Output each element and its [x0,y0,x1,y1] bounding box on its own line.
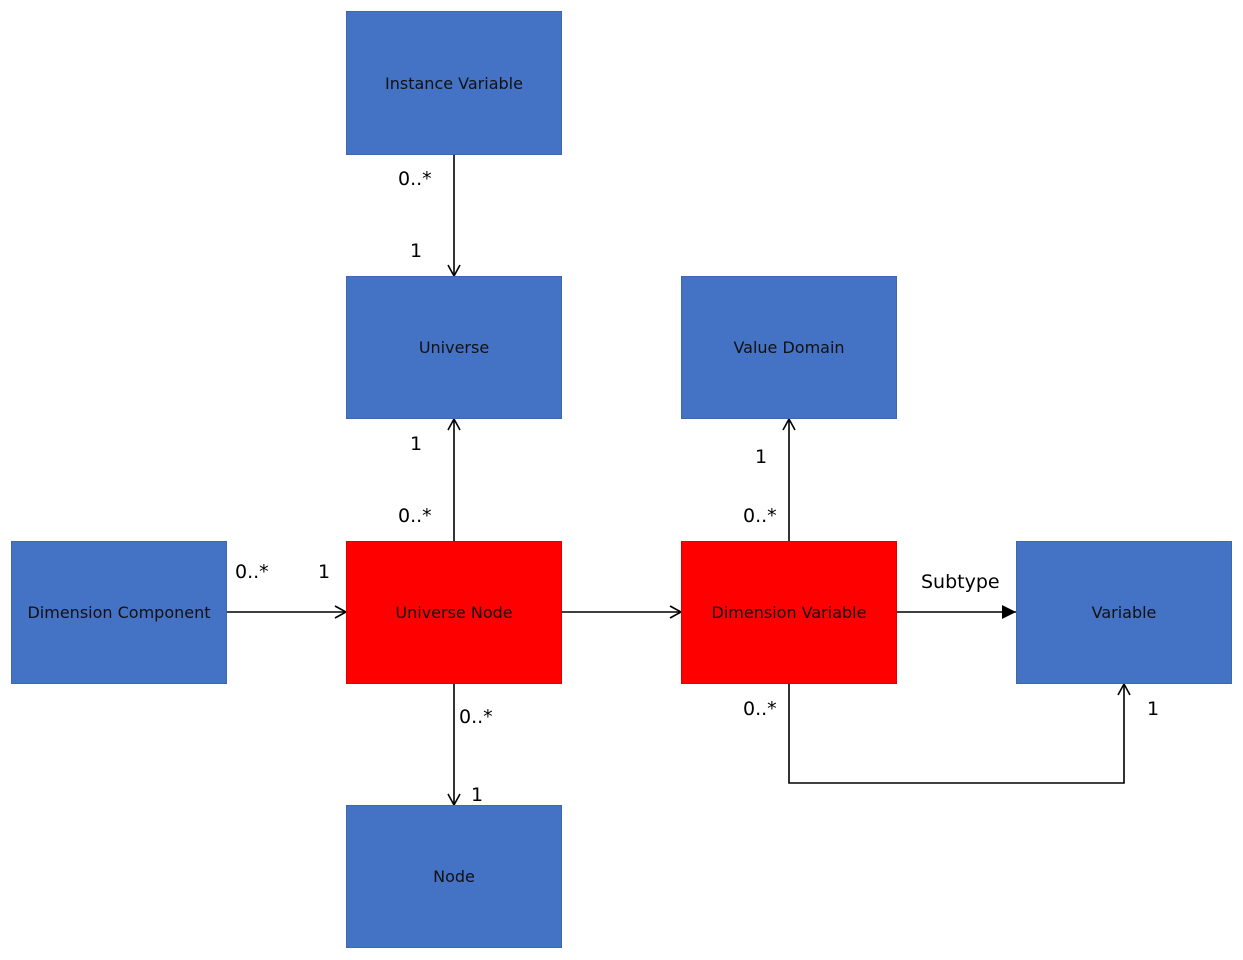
value-domain-box[interactable]: Value Domain [681,276,897,419]
variable-box[interactable]: Variable [1016,541,1232,684]
subtype-label: Subtype [921,571,1000,593]
multiplicity-label: 1 [410,240,423,262]
instance-variable-box[interactable]: Instance Variable [346,11,562,155]
multiplicity-label: 1 [471,784,484,806]
multiplicity-label: 0..* [459,706,493,728]
universe-box[interactable]: Universe [346,276,562,419]
multiplicity-label: 1 [1147,698,1160,720]
value-domain-label: Value Domain [733,338,845,357]
edge-dimension-variable-to-variable [788,682,1131,784]
node-label: Node [433,867,475,886]
multiplicity-label: 1 [410,433,423,455]
multiplicity-label: 1 [755,446,768,468]
multiplicity-label: 0..* [235,561,269,583]
dimension-variable-box[interactable]: Dimension Variable [681,541,897,684]
universe-label: Universe [418,338,490,357]
dimension-component-box[interactable]: Dimension Component [11,541,227,684]
node-box[interactable]: Node [346,805,562,948]
instance-variable-label: Instance Variable [385,73,523,93]
dimension-component-label: Dimension Component [27,603,211,622]
multiplicity-label: 0..* [743,698,777,720]
multiplicity-label: 1 [318,561,331,583]
dimension-variable-label: Dimension Variable [711,603,867,622]
multiplicity-label: 0..* [398,505,432,527]
variable-label: Variable [1091,603,1157,622]
multiplicity-label: 0..* [398,168,432,190]
universe-node-label: Universe Node [395,603,513,622]
universe-node-box[interactable]: Universe Node [346,541,562,684]
multiplicity-label: 0..* [743,505,777,527]
